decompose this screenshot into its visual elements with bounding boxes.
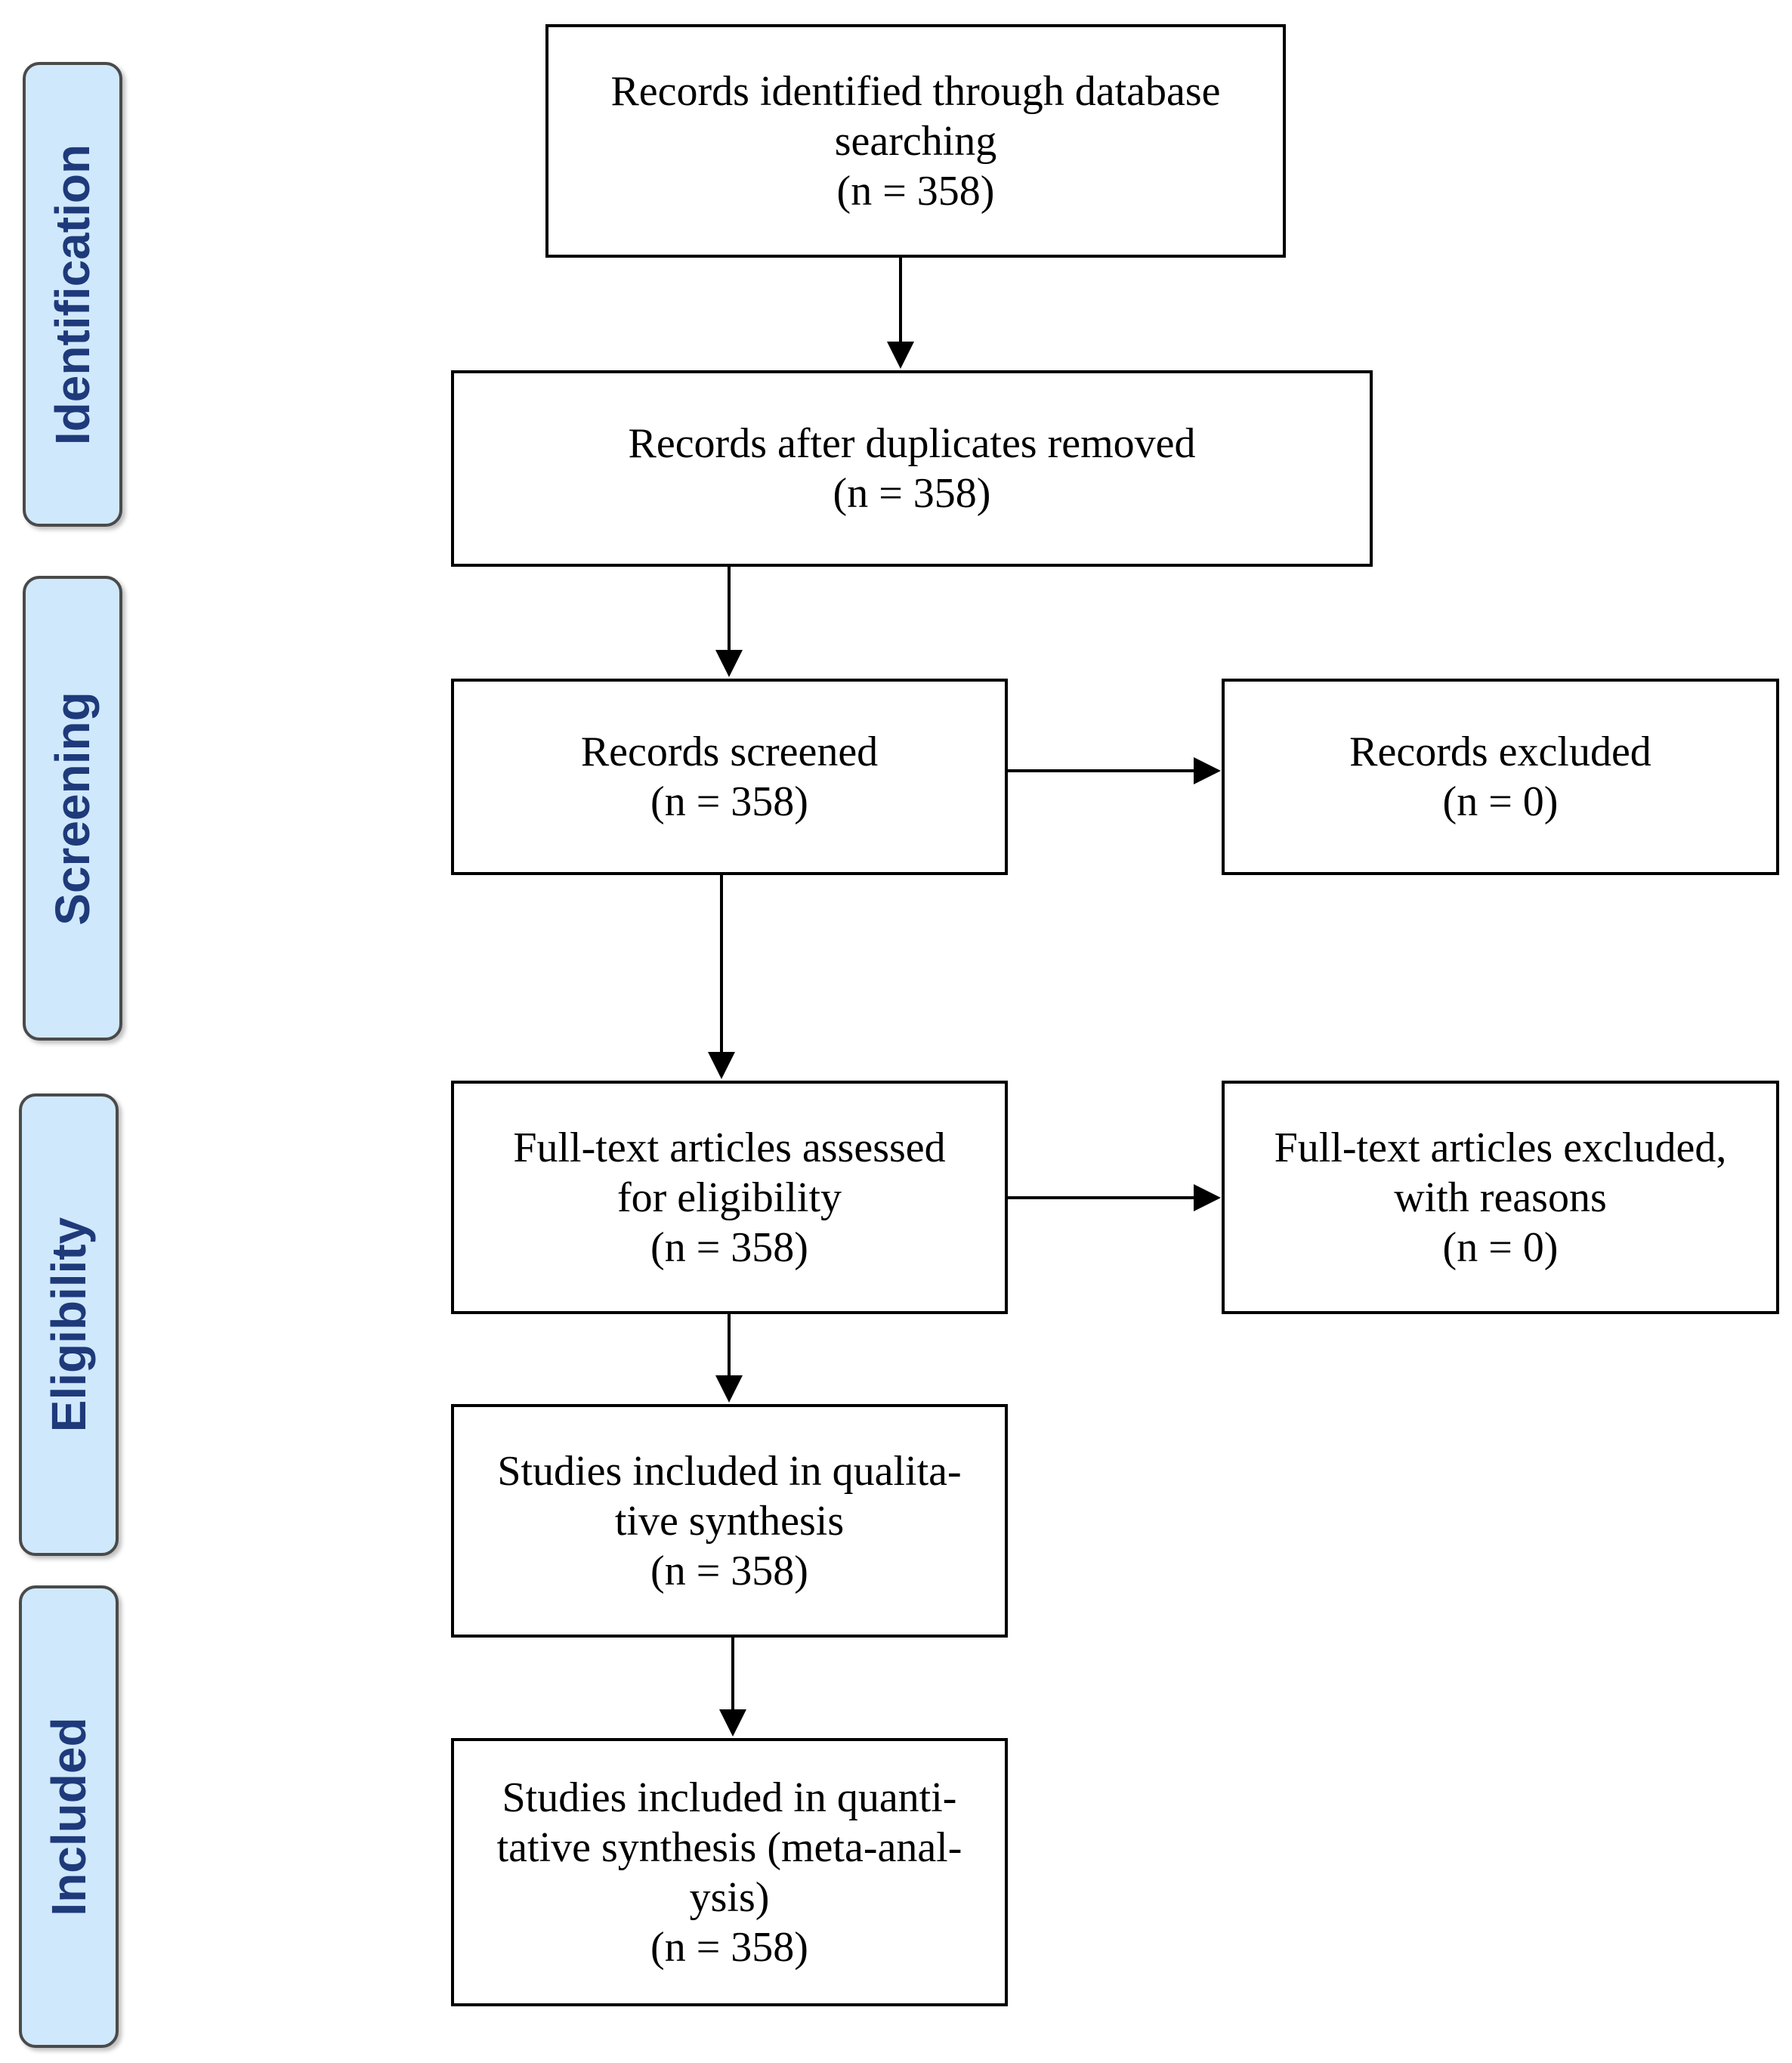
box-records-identified-line2: searching (834, 117, 997, 165)
box-fulltext-assessed-line1: Full-text articles assessed (513, 1124, 946, 1171)
box-records-excluded: Records excluded (n = 0) (1222, 679, 1779, 875)
box-records-screened-line1: Records screened (580, 728, 879, 775)
box-duplicates-removed-count: (n = 358) (833, 470, 991, 517)
box-quantitative-synthesis-line2: tative synthesis (meta-anal- (496, 1823, 962, 1871)
arrowhead-screened-to-fulltext (708, 1052, 735, 1079)
box-records-identified: Records identified through database sear… (545, 24, 1286, 258)
arrowhead-fulltext-to-excluded (1194, 1184, 1221, 1211)
box-duplicates-removed-line1: Records after duplicates removed (628, 420, 1196, 467)
box-qualitative-synthesis-line2: tive synthesis (614, 1497, 845, 1545)
box-fulltext-excluded-count: (n = 0) (1442, 1223, 1559, 1271)
box-fulltext-assessed: Full-text articles assessed for eligibil… (451, 1081, 1008, 1314)
box-quantitative-synthesis-line3: ysis) (689, 1873, 770, 1921)
box-fulltext-excluded-line1: Full-text articles excluded, (1274, 1124, 1727, 1171)
box-fulltext-assessed-line2: for eligibility (616, 1174, 842, 1221)
box-records-screened: Records screened (n = 358) (451, 679, 1008, 875)
box-records-screened-count: (n = 358) (650, 778, 808, 825)
box-records-identified-line1: Records identified through database (610, 67, 1221, 115)
box-quantitative-synthesis-line1: Studies included in quanti- (502, 1774, 957, 1821)
box-quantitative-synthesis-count: (n = 358) (650, 1923, 808, 1971)
box-fulltext-excluded-line2: with reasons (1394, 1174, 1607, 1221)
arrowhead-identified-to-duplicates (887, 342, 914, 369)
stage-included: Included (19, 1585, 119, 2048)
box-qualitative-synthesis: Studies included in qualita- tive synthe… (451, 1404, 1008, 1638)
box-records-excluded-count: (n = 0) (1442, 778, 1559, 825)
box-fulltext-assessed-count: (n = 358) (650, 1223, 808, 1271)
stage-screening: Screening (23, 576, 122, 1041)
arrowhead-qualitative-to-quantitative (719, 1709, 746, 1737)
stage-eligibility: Eligibility (19, 1093, 119, 1556)
arrowhead-fulltext-to-qualitative (715, 1375, 743, 1403)
box-quantitative-synthesis: Studies included in quanti- tative synth… (451, 1738, 1008, 2006)
arrowhead-screened-to-excluded (1194, 757, 1221, 784)
arrowhead-duplicates-to-screened (715, 650, 743, 677)
box-qualitative-synthesis-count: (n = 358) (650, 1547, 808, 1594)
box-qualitative-synthesis-line1: Studies included in qualita- (497, 1447, 962, 1495)
box-records-identified-count: (n = 358) (836, 167, 995, 215)
box-duplicates-removed: Records after duplicates removed (n = 35… (451, 370, 1373, 567)
box-records-excluded-line1: Records excluded (1349, 728, 1651, 775)
stage-identification: Identification (23, 62, 122, 527)
box-fulltext-excluded: Full-text articles excluded, with reason… (1222, 1081, 1779, 1314)
